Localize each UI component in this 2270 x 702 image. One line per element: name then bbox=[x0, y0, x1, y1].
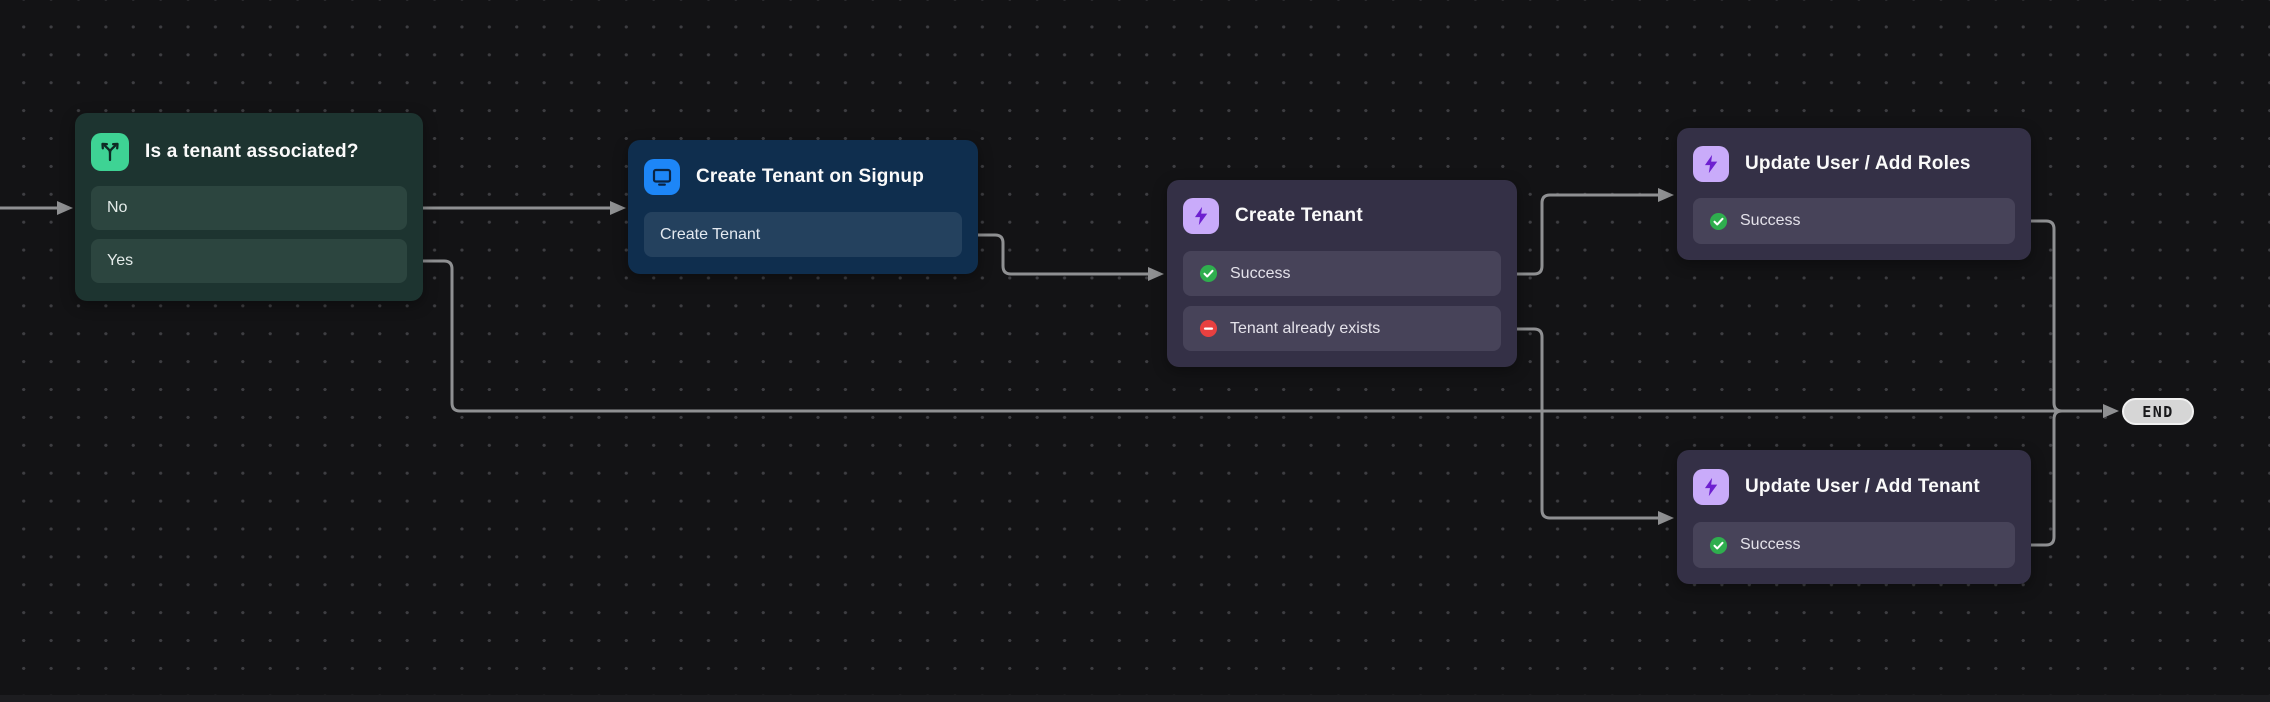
output-label: Tenant already exists bbox=[1230, 319, 1381, 337]
output-row-yes[interactable]: Yes bbox=[91, 239, 407, 283]
edge-signup-to-create-tenant[interactable] bbox=[968, 233, 1164, 281]
node-title: Create Tenant bbox=[1235, 205, 1363, 226]
node-create-tenant-on-signup[interactable]: Create Tenant on Signup Create Tenant bbox=[628, 140, 978, 274]
output-label: No bbox=[107, 199, 128, 216]
error-icon bbox=[1199, 319, 1218, 338]
edge-entry[interactable] bbox=[0, 201, 73, 215]
output-row-success[interactable]: Success bbox=[1693, 198, 2015, 244]
output-label: Create Tenant bbox=[660, 225, 761, 243]
canvas-bottom-strip bbox=[0, 695, 2270, 702]
node-create-tenant[interactable]: Create Tenant Success bbox=[1167, 180, 1517, 367]
end-label: END bbox=[2142, 402, 2174, 421]
lightning-icon bbox=[1693, 469, 1729, 505]
output-label: Yes bbox=[107, 252, 134, 269]
output-label: Success bbox=[1230, 264, 1291, 282]
success-icon bbox=[1199, 264, 1218, 283]
end-node[interactable]: END bbox=[2122, 398, 2194, 425]
success-icon bbox=[1709, 536, 1728, 555]
edge-exists-to-add-tenant[interactable] bbox=[1507, 327, 1674, 525]
output-row-no[interactable]: No bbox=[91, 186, 407, 230]
edge-success-to-add-roles[interactable] bbox=[1507, 188, 1674, 276]
output-label: Success bbox=[1740, 536, 1801, 553]
output-row-success[interactable]: Success bbox=[1183, 251, 1501, 296]
output-label: Success bbox=[1740, 212, 1801, 229]
node-title: Update User / Add Tenant bbox=[1745, 476, 1980, 497]
edge-no-to-signup[interactable] bbox=[413, 201, 626, 215]
node-update-user-add-roles[interactable]: Update User / Add Roles Success bbox=[1677, 128, 2031, 260]
monitor-icon bbox=[644, 159, 680, 195]
lightning-icon bbox=[1693, 146, 1729, 182]
lightning-icon bbox=[1183, 198, 1219, 234]
node-title: Update User / Add Roles bbox=[1745, 153, 1971, 174]
node-is-tenant-associated[interactable]: Is a tenant associated? No Yes bbox=[75, 113, 423, 301]
output-row-success[interactable]: Success bbox=[1693, 522, 2015, 568]
node-update-user-add-tenant[interactable]: Update User / Add Tenant Success bbox=[1677, 450, 2031, 584]
output-row-tenant-already-exists[interactable]: Tenant already exists bbox=[1183, 306, 1501, 351]
node-title: Is a tenant associated? bbox=[145, 141, 359, 162]
output-row-create-tenant[interactable]: Create Tenant bbox=[644, 212, 962, 257]
node-title: Create Tenant on Signup bbox=[696, 166, 925, 187]
branch-icon bbox=[91, 133, 129, 171]
success-icon bbox=[1709, 212, 1728, 231]
